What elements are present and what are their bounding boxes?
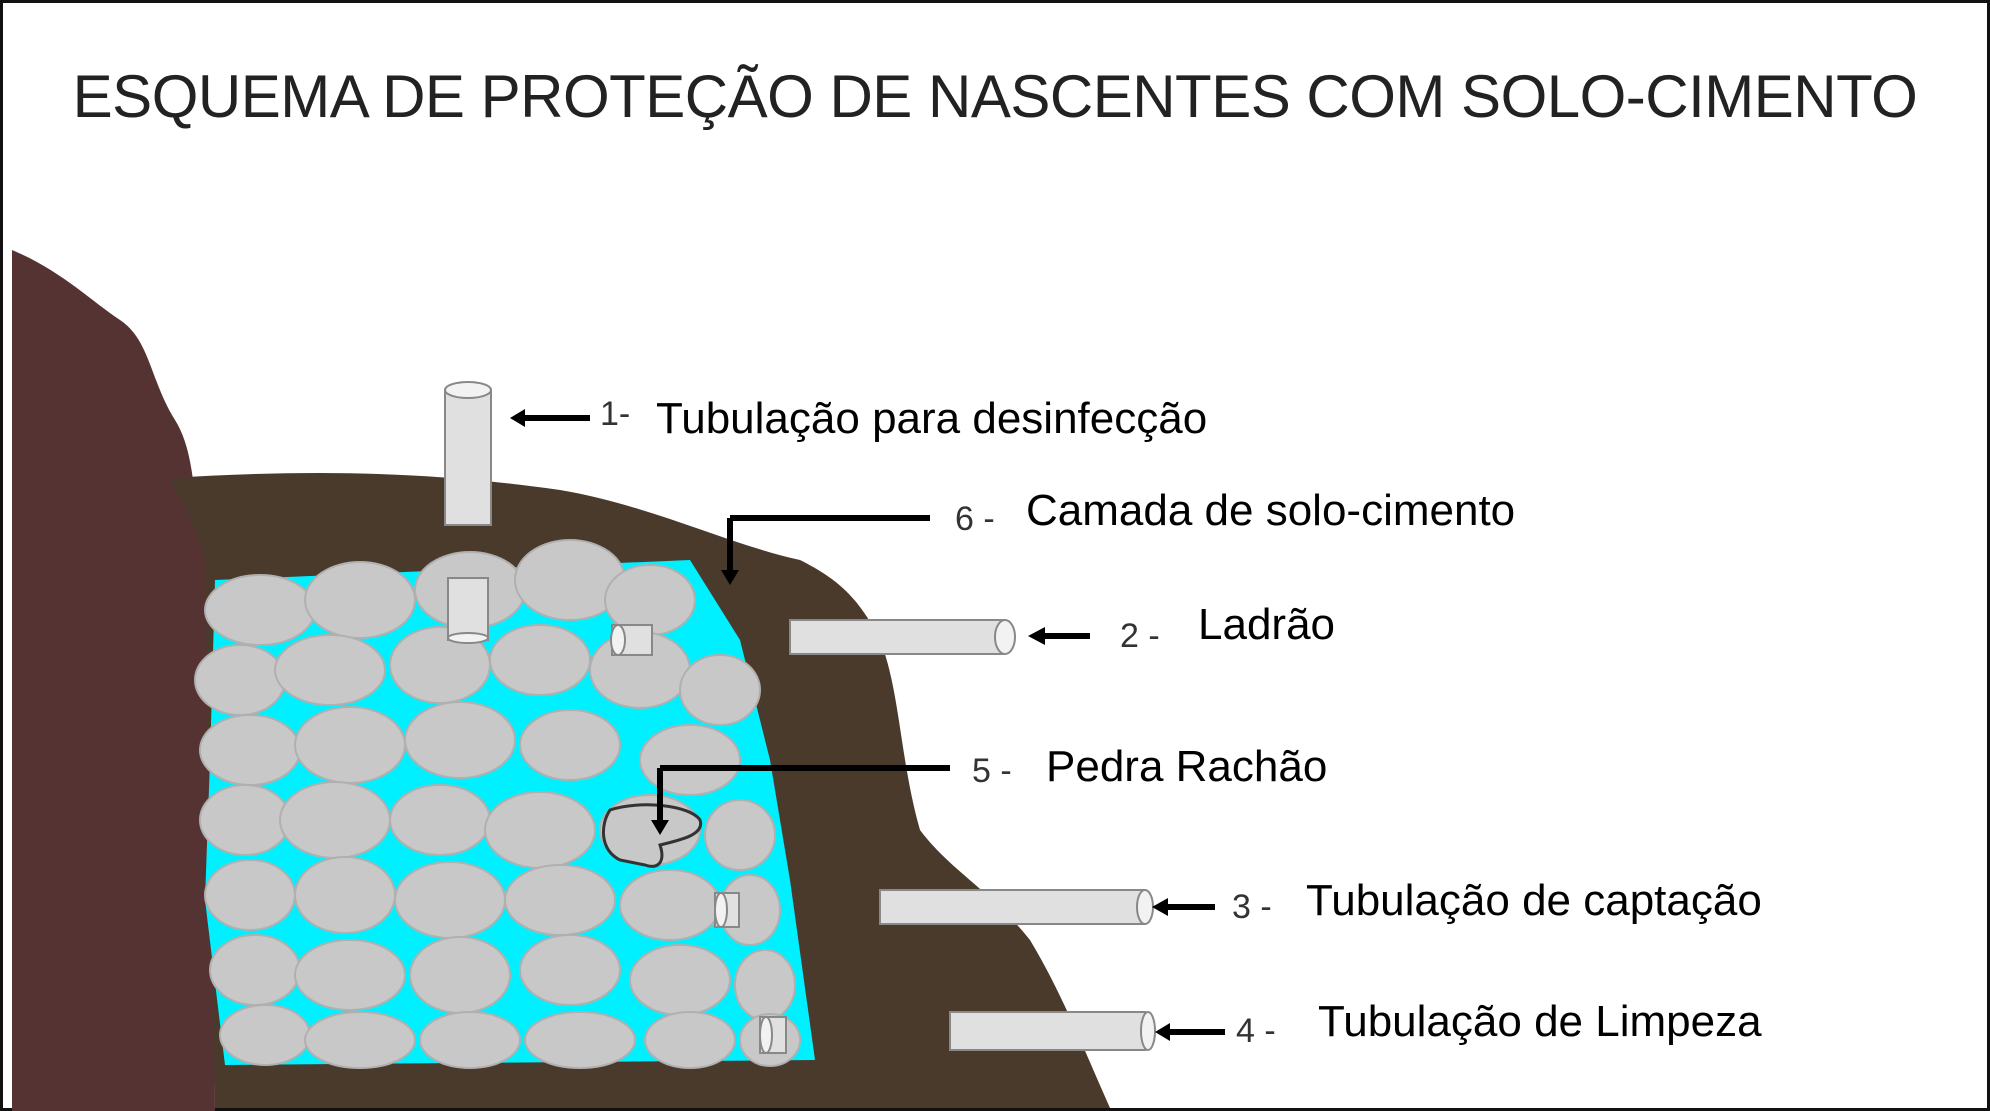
callout-label-disinfection-pipe: Tubulação para desinfecção [650, 392, 1304, 448]
callout-label-soil-cement: Camada de solo-cimento [1020, 484, 1664, 540]
callout-number-3: 3 - [1232, 888, 1272, 926]
highlighted-stone [601, 803, 703, 868]
diagram-title: ESQUEMA DE PROTEÇÃO DE NASCENTES COM SOL… [72, 63, 1918, 130]
callout-label-intake-pipe: Tubulação de captação [1300, 874, 1954, 930]
callout-arrows [510, 409, 1225, 1041]
callout-number-5: 5 - [972, 752, 1012, 790]
callout-label-stone: Pedra Rachão [1040, 740, 1694, 796]
stones [194, 539, 801, 1069]
pipe-disinfection [444, 381, 492, 644]
pipe-cleaning [759, 1011, 1156, 1054]
callout-number-1: 1- [600, 395, 631, 433]
pipe-overflow [610, 619, 1016, 656]
hillside [12, 250, 215, 1111]
callout-number-2: 2 - [1120, 617, 1160, 655]
callout-number-6: 6 - [955, 500, 995, 538]
callout-label-overflow: Ladrão [1192, 598, 1846, 654]
callout-number-4: 4 - [1236, 1012, 1276, 1050]
pipe-intake [714, 889, 1154, 928]
callout-label-cleaning-pipe: Tubulação de Limpeza [1312, 995, 1966, 1051]
